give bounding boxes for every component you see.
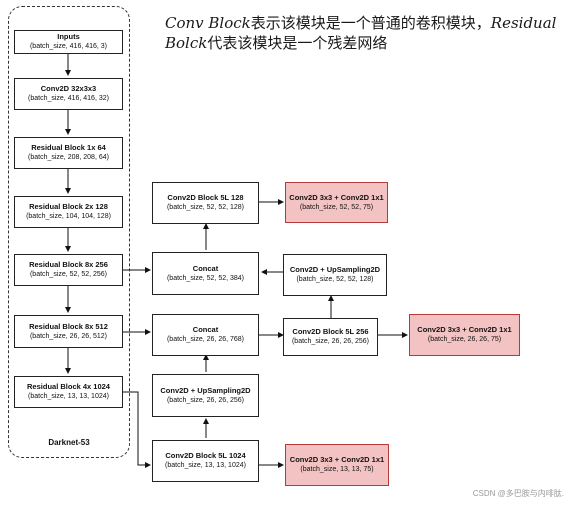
conv2d-title: Conv2D 32x3x3 [40,84,97,93]
concat-52-node: Concat (batch_size, 52, 52, 384) [152,252,259,295]
output-52-title: Conv2D 3x3 + Conv2D 1x1 [289,192,384,202]
residual-block-2x-title: Residual Block 2x 128 [29,202,108,211]
concat-26-title: Concat [192,325,219,334]
conv2d-block-5l-128-shape: (batch_size, 52, 52, 128) [166,204,245,211]
concat-26-node: Concat (batch_size, 26, 26, 768) [152,314,259,356]
darknet-frame [8,6,130,458]
residual-block-8x-512-shape: (batch_size, 26, 26, 512) [29,332,108,340]
caption-term-residual: Residual Bolck [165,14,557,52]
residual-block-4x-title: Residual Block 4x 1024 [27,382,110,391]
watermark: CSDN @多巴胺与内啡肽. [472,489,564,498]
output-26-shape: (batch_size, 26, 26, 75) [427,336,502,343]
upsampling-26-node: Conv2D + UpSampling2D (batch_size, 26, 2… [152,374,259,417]
output-13-title: Conv2D 3x3 + Conv2D 1x1 [289,455,385,464]
concat-26-shape: (batch_size, 26, 26, 768) [166,336,245,343]
conv2d-shape: (batch_size, 416, 416, 32) [28,95,109,102]
conv2d-block-5l-1024-shape: (batch_size, 13, 13, 1024) [165,462,246,469]
residual-block-4x-node: Residual Block 4x 1024 (batch_size, 13, … [14,376,123,408]
inputs-title: Inputs [57,32,80,41]
conv2d-block-5l-1024-title: Conv2D Block 5L 1024 [165,451,246,460]
concat-52-shape: (batch_size, 52, 52, 384) [166,274,245,282]
residual-block-8x-256-node: Residual Block 8x 256 (batch_size, 52, 5… [14,254,123,286]
conv2d-block-5l-128-node: Conv2D Block 5L 128 (batch_size, 52, 52,… [152,182,259,224]
upsampling-52-title: Conv2D + UpSampling2D [289,265,381,274]
residual-block-4x-shape: (batch_size, 13, 13, 1024) [28,393,109,400]
residual-block-8x-256-shape: (batch_size, 52, 52, 256) [29,271,108,278]
residual-block-8x-256-title: Residual Block 8x 256 [29,260,108,269]
inputs-node: Inputs (batch_size, 416, 416, 3) [14,30,123,54]
caption-text-2: 代表该模块是一个残差网络 [207,34,388,52]
residual-block-8x-512-title: Residual Block 8x 512 [29,321,108,331]
caption-term-conv: Conv Block [165,14,251,32]
output-26-title: Conv2D 3x3 + Conv2D 1x1 [417,325,512,334]
caption: Conv Block表示该模块是一个普通的卷积模块，Residual Bolck… [165,13,565,53]
conv2d-block-5l-256-node: Conv2D Block 5L 256 (batch_size, 26, 26,… [283,318,378,356]
residual-block-1x-shape: (batch_size, 208, 208, 64) [28,154,109,161]
output-13-shape: (batch_size, 13, 13, 75) [300,466,374,473]
concat-52-title: Concat [192,263,219,273]
output-26-node: Conv2D 3x3 + Conv2D 1x1 (batch_size, 26,… [409,314,520,356]
conv2d-block-5l-256-title: Conv2D Block 5L 256 [292,327,369,336]
inputs-shape: (batch_size, 416, 416, 3) [29,43,108,50]
output-52-node: Conv2D 3x3 + Conv2D 1x1 (batch_size, 52,… [285,182,388,223]
residual-block-1x-title: Residual Block 1x 64 [31,143,106,152]
caption-text-1: 表示该模块是一个普通的卷积模块， [250,14,491,32]
upsampling-26-title: Conv2D + UpSampling2D [160,385,251,395]
conv2d-block-5l-1024-node: Conv2D Block 5L 1024 (batch_size, 13, 13… [152,440,259,482]
conv2d-block-5l-256-shape: (batch_size, 26, 26, 256) [291,338,370,345]
residual-block-1x-node: Residual Block 1x 64 (batch_size, 208, 2… [14,137,123,169]
conv2d-node: Conv2D 32x3x3 (batch_size, 416, 416, 32) [14,78,123,110]
residual-block-8x-512-node: Residual Block 8x 512 (batch_size, 26, 2… [14,315,123,348]
residual-block-2x-shape: (batch_size, 104, 104, 128) [26,213,111,220]
output-52-shape: (batch_size, 52, 52, 75) [299,203,374,211]
conv2d-block-5l-128-title: Conv2D Block 5L 128 [167,193,244,202]
output-13-node: Conv2D 3x3 + Conv2D 1x1 (batch_size, 13,… [285,444,389,486]
residual-block-2x-node: Residual Block 2x 128 (batch_size, 104, … [14,196,123,228]
upsampling-52-node: Conv2D + UpSampling2D (batch_size, 52, 5… [283,254,387,296]
upsampling-52-shape: (batch_size, 52, 52, 128) [296,276,374,283]
upsampling-26-shape: (batch_size, 26, 26, 256) [166,396,245,404]
darknet-label: Darknet-53 [48,438,90,447]
